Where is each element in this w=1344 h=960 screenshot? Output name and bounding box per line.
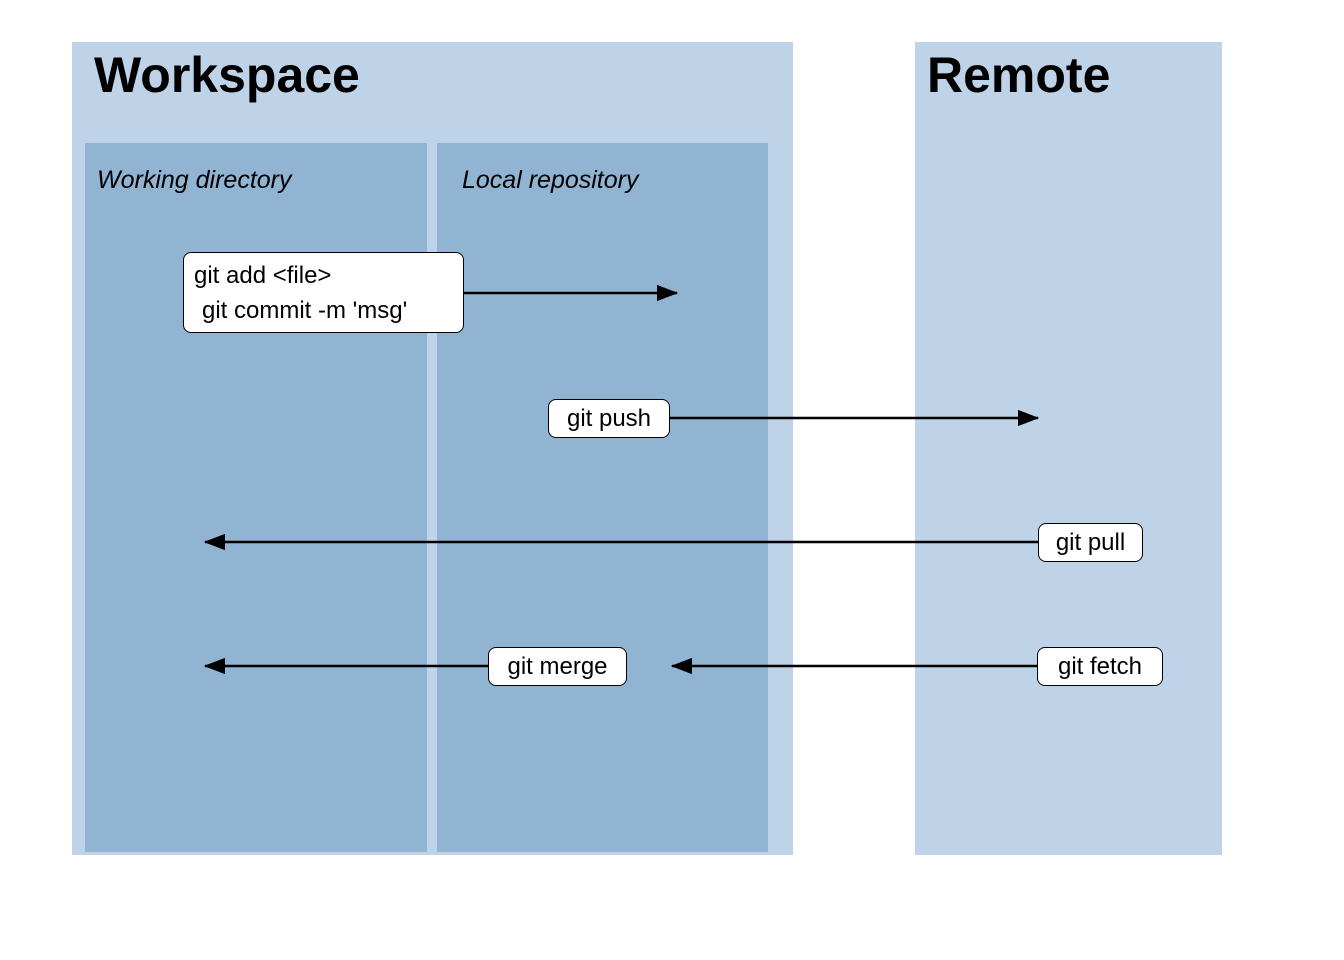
push-label-box: git push	[548, 399, 670, 438]
add-commit-label-box: git add <file> git commit -m 'msg'	[183, 252, 464, 333]
merge-label-box: git merge	[488, 647, 627, 686]
working-directory-label: Working directory	[97, 166, 292, 194]
commit-command-text: git commit -m 'msg'	[202, 296, 408, 324]
local-repository-label: Local repository	[462, 166, 639, 194]
remote-title: Remote	[927, 47, 1111, 103]
workspace-title: Workspace	[94, 47, 360, 103]
add-command-text: git add <file>	[194, 261, 332, 289]
fetch-label-box: git fetch	[1037, 647, 1163, 686]
remote-container	[915, 42, 1222, 855]
local-repository-panel	[437, 143, 768, 852]
pull-label-box: git pull	[1038, 523, 1143, 562]
working-directory-panel	[85, 143, 427, 852]
